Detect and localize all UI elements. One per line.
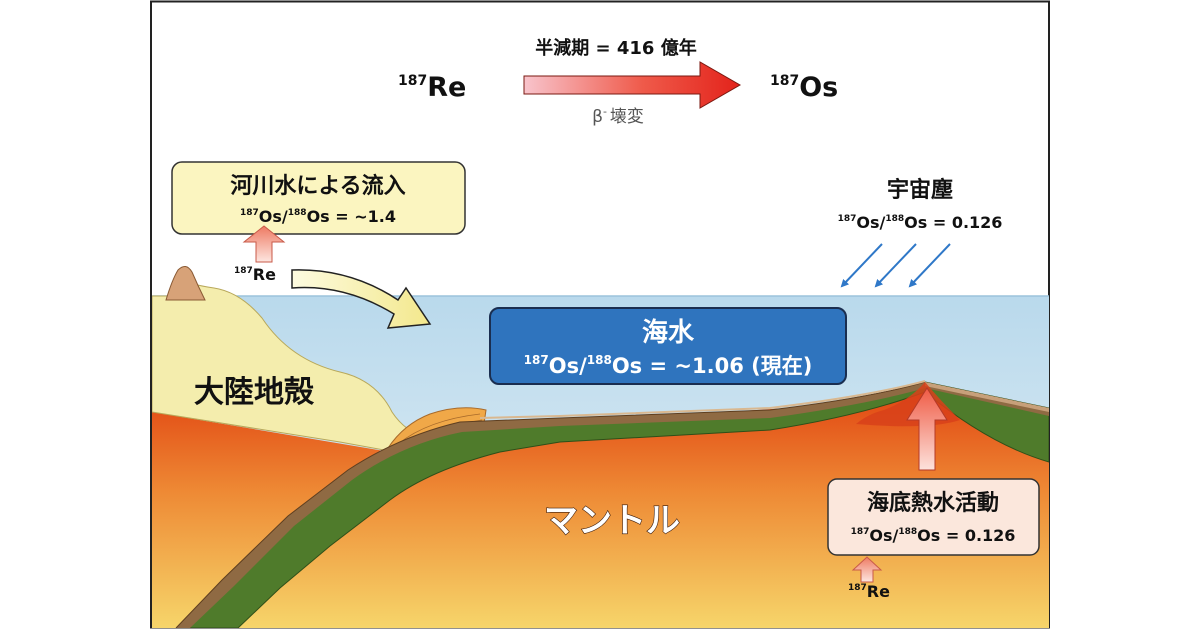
river-box-bg — [171, 161, 466, 235]
mantle-label: マントル — [544, 501, 680, 541]
hydrothermal-re-arrow — [851, 556, 883, 583]
seawater-ratio: 187Os/188Os = ~1.06 (現在) — [524, 353, 813, 378]
river-re-arrow — [242, 225, 286, 263]
continental-crust-label: 大陸地殻 — [194, 375, 315, 410]
daughter-symbol: Os — [799, 72, 838, 103]
cosmic-title: 宇宙塵 — [887, 177, 953, 203]
river-flow-arrow — [291, 269, 432, 329]
hydrothermal-title: 海底熱水活動 — [867, 490, 999, 516]
hydrothermal-box: 海底熱水活動 187Os/188Os = 0.126 — [827, 478, 1040, 556]
parent-symbol: Re — [427, 72, 466, 103]
seawater-box: 海水 187Os/188Os = ~1.06 (現在) — [489, 307, 847, 385]
river-title: 河川水による流入 — [230, 173, 405, 199]
daughter-isotope: 187Os — [770, 72, 838, 103]
cosmic-ratio: 187Os/188Os = 0.126 — [838, 213, 1003, 232]
river-re-label: 187Re — [234, 265, 276, 284]
half-life-label: 半減期 = 416 億年 — [535, 37, 696, 59]
mantle — [152, 382, 1049, 628]
decay-arrow — [523, 61, 742, 109]
cosmic-arrow-1 — [840, 243, 883, 288]
river-ratio: 187Os/188Os = ~1.4 — [240, 207, 396, 226]
decay-equation: 187Re 187Os 半減期 = 416 億年 β-壊変 — [398, 37, 838, 127]
cosmic-arrow-3 — [908, 243, 951, 288]
river-input-box: 河川水による流入 187Os/188Os = ~1.4 — [171, 161, 466, 235]
cosmic-dust: 宇宙塵 187Os/188Os = 0.126 — [838, 177, 1003, 288]
parent-mass: 187 — [398, 73, 427, 89]
daughter-mass: 187 — [770, 73, 799, 89]
seawater-title: 海水 — [642, 318, 695, 348]
hydrothermal-up-arrow — [906, 387, 948, 471]
parent-isotope: 187Re — [398, 72, 466, 103]
mountain — [165, 266, 206, 301]
seawater-box-bg — [489, 307, 847, 385]
hydrothermal-re-label: 187Re — [848, 582, 890, 601]
cosmic-arrow-2 — [874, 243, 917, 288]
decay-mode-label: β-壊変 — [592, 105, 644, 127]
hydrothermal-box-bg — [827, 478, 1040, 556]
hydrothermal-ratio: 187Os/188Os = 0.126 — [851, 526, 1016, 545]
